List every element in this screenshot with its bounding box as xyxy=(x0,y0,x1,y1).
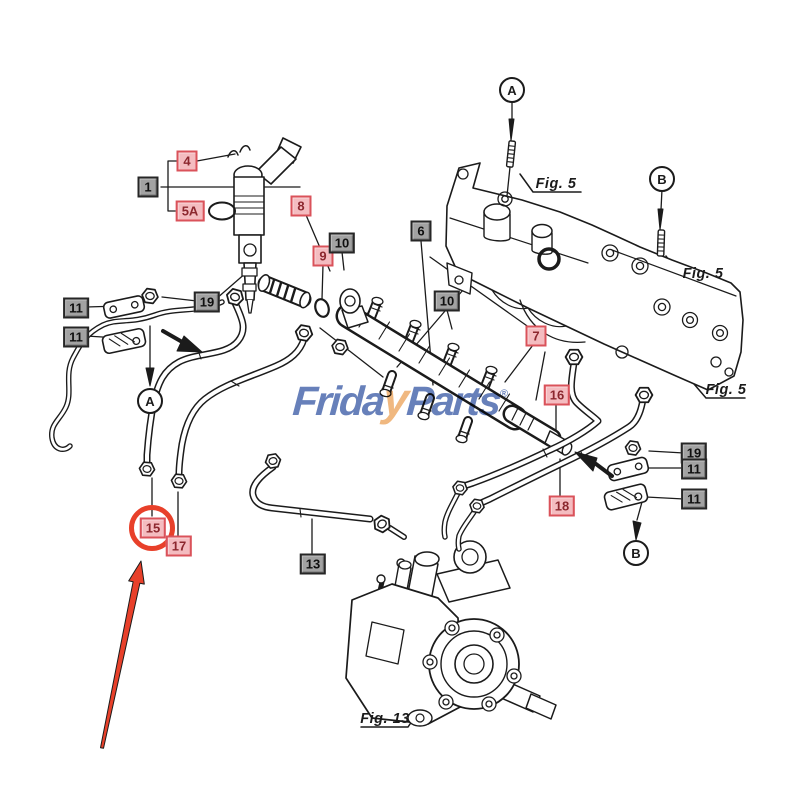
mounting-studs xyxy=(505,118,666,257)
figure-ref: Fig. 5 xyxy=(705,382,747,398)
part-label-8[interactable]: 8 xyxy=(290,195,312,217)
part-label-9[interactable]: 9 xyxy=(312,245,334,267)
rail-plug xyxy=(257,274,330,318)
o-ring xyxy=(314,298,330,318)
part-label-1[interactable]: 1 xyxy=(137,176,159,198)
part-label-6[interactable]: 6 xyxy=(410,220,432,242)
part-label-11[interactable]: 11 xyxy=(681,488,707,510)
figure-ref: Fig. 5 xyxy=(535,176,577,192)
ref-circle-B: B xyxy=(623,540,649,566)
supply-pump xyxy=(345,540,557,727)
pipe-18 xyxy=(455,395,647,552)
part-label-11[interactable]: 11 xyxy=(63,326,89,348)
highlight-arrow xyxy=(100,560,145,749)
part-label-17[interactable]: 17 xyxy=(165,535,193,557)
highlight-circle xyxy=(129,505,175,551)
part-label-18[interactable]: 18 xyxy=(548,495,576,517)
pipe-17 xyxy=(175,335,308,478)
leak-off-tube xyxy=(49,299,225,453)
part-label-16[interactable]: 16 xyxy=(543,384,571,406)
part-label-11[interactable]: 11 xyxy=(681,458,707,480)
ref-circle-B: B xyxy=(649,166,675,192)
ref-circle-A: A xyxy=(137,388,163,414)
part-label-19[interactable]: 19 xyxy=(193,291,221,313)
fuel-injector xyxy=(208,137,302,314)
part-label-4[interactable]: 4 xyxy=(176,150,198,172)
part-label-7[interactable]: 7 xyxy=(525,325,547,347)
intake-manifold xyxy=(445,162,744,391)
figure-ref: Fig. 5 xyxy=(682,266,724,282)
ref-circle-A: A xyxy=(499,77,525,103)
part-label-13[interactable]: 13 xyxy=(299,553,327,575)
part-label-15-highlighted[interactable]: 15 xyxy=(139,517,167,539)
part-label-10[interactable]: 10 xyxy=(433,290,461,312)
pipe-15 xyxy=(143,299,247,468)
part-label-10[interactable]: 10 xyxy=(328,232,356,254)
part-label-5A[interactable]: 5A xyxy=(175,200,205,222)
pipe-16 xyxy=(441,359,602,540)
fuel-rail xyxy=(330,288,573,456)
pipe-13 xyxy=(249,463,407,540)
direction-arrows xyxy=(145,329,642,541)
part-label-11[interactable]: 11 xyxy=(63,297,89,319)
injection-pipes xyxy=(138,286,654,552)
figure-ref: Fig. 13 xyxy=(360,711,410,727)
